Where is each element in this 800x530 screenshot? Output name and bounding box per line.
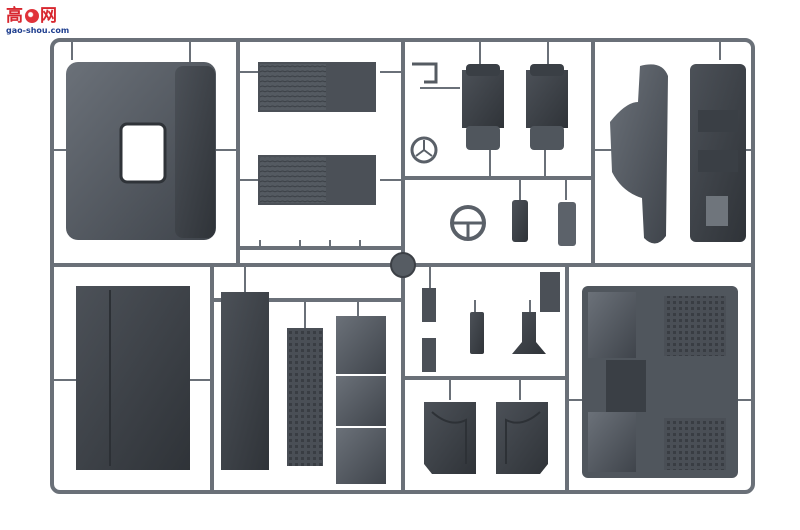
small-strip-part	[422, 288, 436, 322]
cab-floor-part	[582, 286, 738, 478]
sprue-gate-hub	[390, 252, 416, 278]
sprue-runners	[52, 40, 753, 401]
watermark-char-left: 高	[6, 6, 24, 26]
dashboard-part	[610, 64, 746, 244]
bunk-mattress-lower	[258, 155, 376, 205]
small-strip-part	[422, 338, 436, 372]
lamp-part	[470, 312, 484, 354]
watermark-url: gao-shou.com	[6, 26, 70, 35]
side-panel-part	[221, 292, 269, 470]
passenger-seat-part	[526, 64, 568, 150]
pedal-part	[558, 202, 576, 246]
sprue-frame	[50, 38, 755, 494]
watermark-emblem-icon	[25, 9, 39, 23]
watermark-logo: 高 网 gao-shou.com	[6, 6, 76, 36]
watermark-char-right: 网	[40, 6, 58, 26]
cab-roof-part	[66, 62, 216, 240]
rear-wall-panel-part	[76, 286, 190, 470]
steering-wheel-part	[450, 205, 486, 241]
small-block-part	[540, 272, 560, 312]
emblem-ring-part	[410, 136, 438, 164]
watermark-site-name: 高 网	[6, 6, 76, 26]
door-panel-left-part	[424, 402, 476, 474]
pedestal-part	[512, 312, 546, 354]
door-panel-right-part	[496, 402, 548, 474]
driver-seat-part	[462, 64, 504, 150]
small-bracket-part	[412, 62, 438, 84]
floor-tread-part	[287, 328, 323, 466]
gear-lever-part	[512, 200, 528, 242]
bunk-mattress-upper	[258, 62, 376, 112]
storage-locker-part	[336, 316, 386, 484]
